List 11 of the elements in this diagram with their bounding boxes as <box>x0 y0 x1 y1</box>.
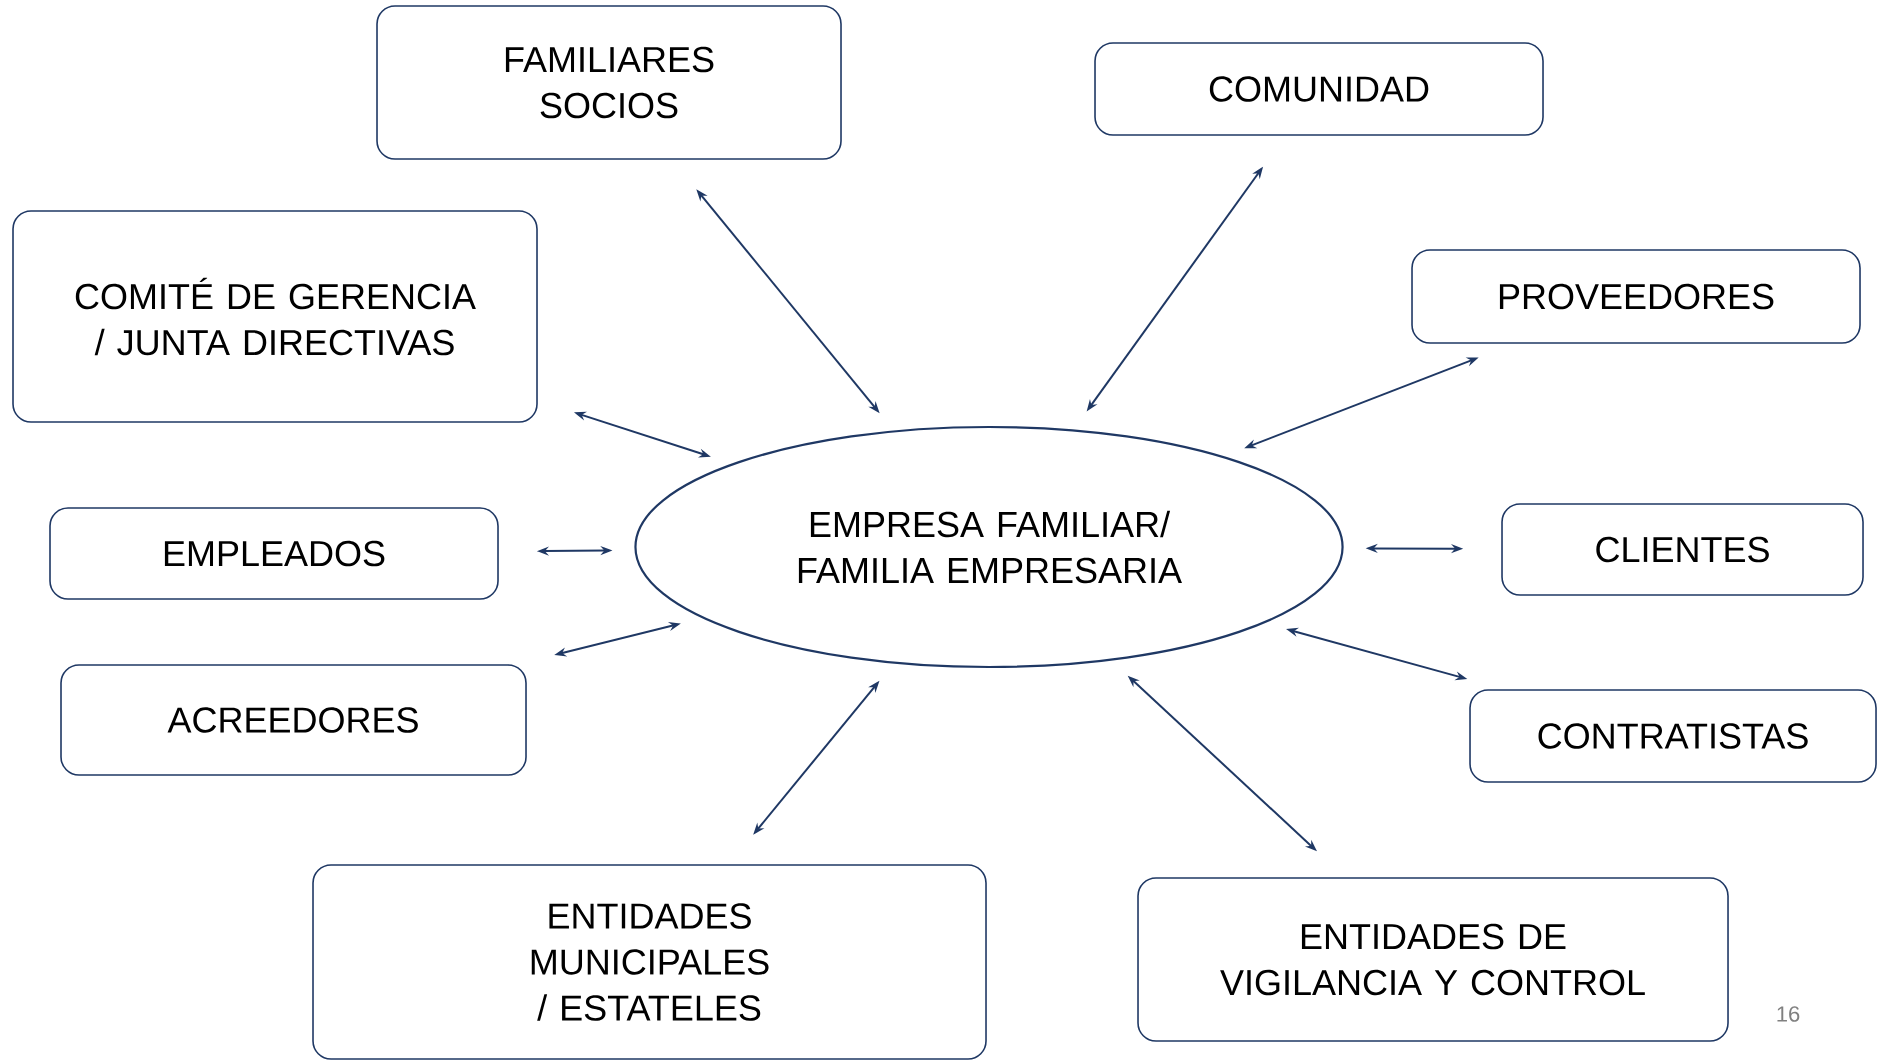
stakeholder-box: CONTRATISTAS <box>1469 689 1877 783</box>
stakeholder-box: COMUNIDAD <box>1094 42 1544 136</box>
page-number: 16 <box>1777 1006 1800 1022</box>
stakeholder-box: ENTIDADES MUNICIPALES / ESTATELES <box>312 864 987 1060</box>
stakeholder-box: COMITÉ DE GERENCIA / JUNTA DIRECTIVAS <box>12 210 538 423</box>
stakeholder-box: CLIENTES <box>1501 503 1864 596</box>
stakeholder-box: FAMILIARES SOCIOS <box>376 5 842 160</box>
stakeholder-box: ENTIDADES DE VIGILANCIA Y CONTROL <box>1137 877 1729 1042</box>
stakeholder-box: EMPLEADOS <box>49 507 499 600</box>
stakeholder-box: PROVEEDORES <box>1411 249 1861 344</box>
stakeholder-box: ACREEDORES <box>60 664 527 776</box>
